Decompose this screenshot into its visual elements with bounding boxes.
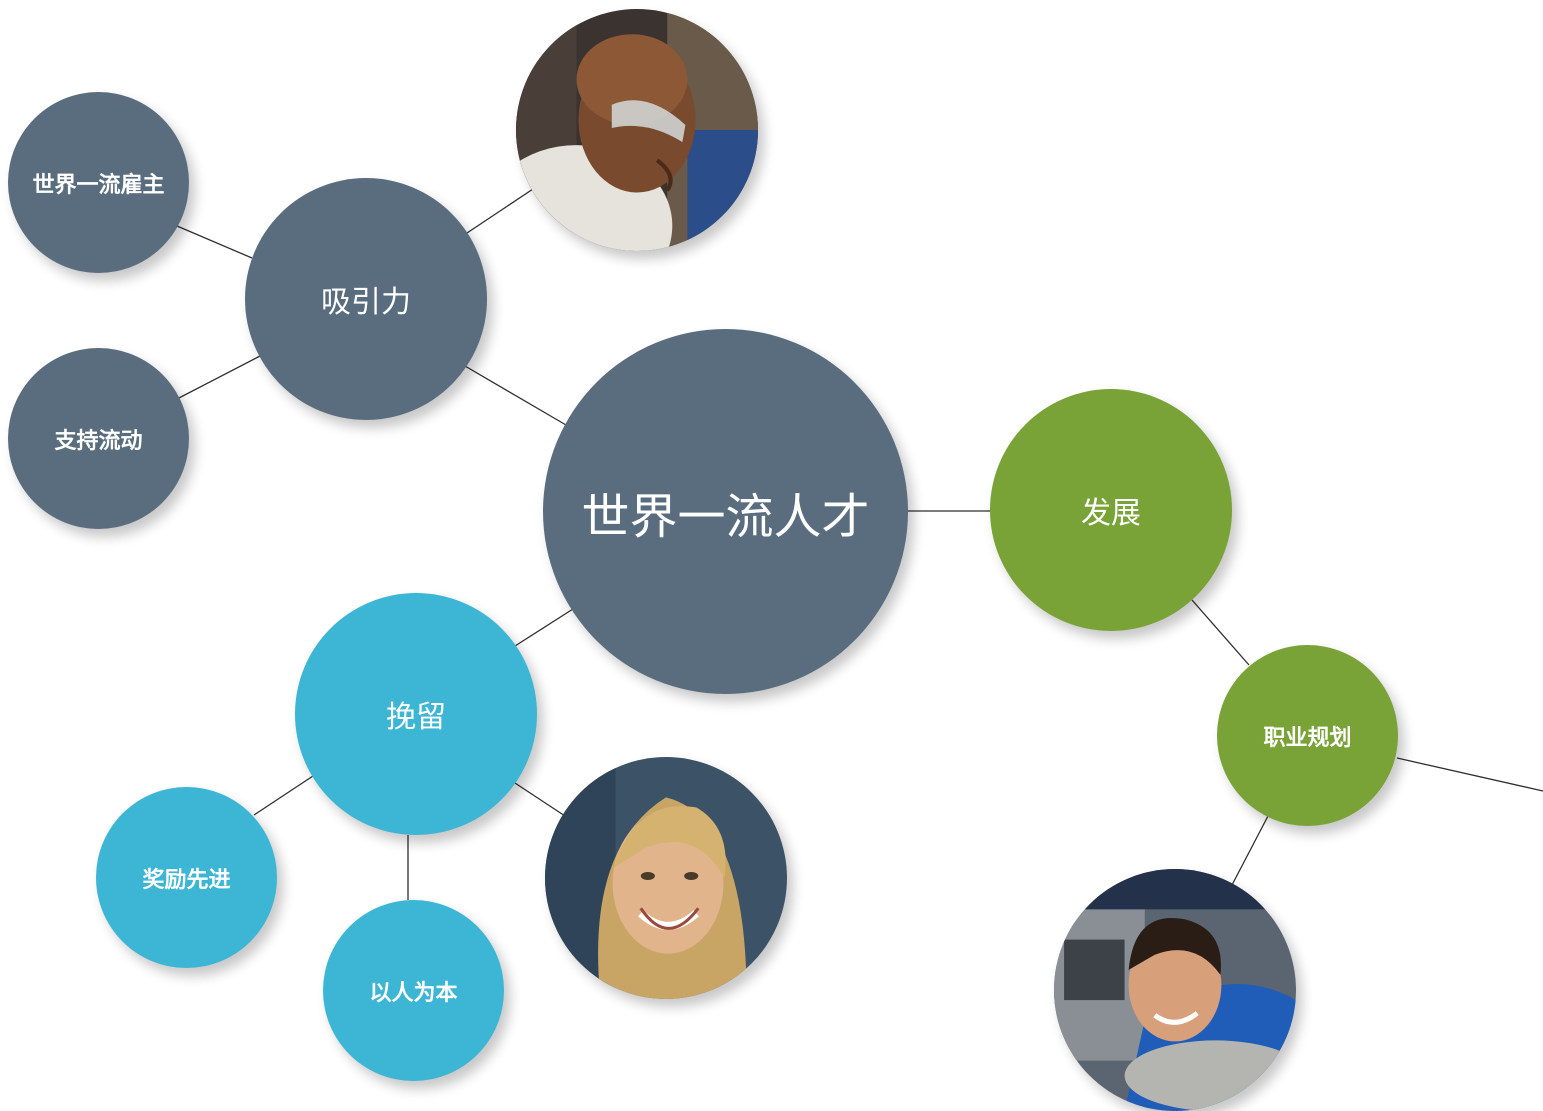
development-node: 发展 xyxy=(990,389,1232,631)
center-label: 世界一流人才 xyxy=(581,488,870,545)
smiling-blonde-woman-image xyxy=(545,757,787,999)
mobility-node: 支持流动 xyxy=(8,348,189,529)
employer-label: 世界一流雇主 xyxy=(32,171,165,198)
reward-node: 奖励先进 xyxy=(96,787,277,968)
career-label: 职业规划 xyxy=(1263,724,1352,751)
link-career-man xyxy=(1231,815,1269,886)
young-man-photo xyxy=(1054,869,1296,1111)
link-career-offpage xyxy=(1396,757,1543,792)
woman-photo xyxy=(545,757,787,999)
link-attraction-employer xyxy=(176,225,253,259)
attraction-node: 吸引力 xyxy=(245,178,487,420)
link-attraction-scientist xyxy=(466,188,534,234)
link-attraction-mobility xyxy=(176,355,261,400)
scientist-with-goggles-image xyxy=(516,9,758,251)
reward-label: 奖励先进 xyxy=(142,866,231,893)
link-center-retention xyxy=(514,608,574,647)
retention-label: 挽留 xyxy=(386,700,446,735)
people-node: 以人为本 xyxy=(323,900,504,1081)
link-retention-woman xyxy=(514,782,566,817)
attraction-label: 吸引力 xyxy=(321,285,411,320)
smiling-young-man-image xyxy=(1054,869,1296,1111)
link-center-attraction xyxy=(464,365,567,426)
center-node: 世界一流人才 xyxy=(543,329,908,694)
development-label: 发展 xyxy=(1081,496,1141,531)
career-node: 职业规划 xyxy=(1217,645,1398,826)
employer-node: 世界一流雇主 xyxy=(8,92,189,273)
mobility-label: 支持流动 xyxy=(54,427,143,454)
link-retention-reward xyxy=(253,775,314,816)
people-label: 以人为本 xyxy=(369,979,458,1006)
retention-node: 挽留 xyxy=(295,593,537,835)
scientist-photo xyxy=(516,9,758,251)
link-development-career xyxy=(1191,599,1250,666)
